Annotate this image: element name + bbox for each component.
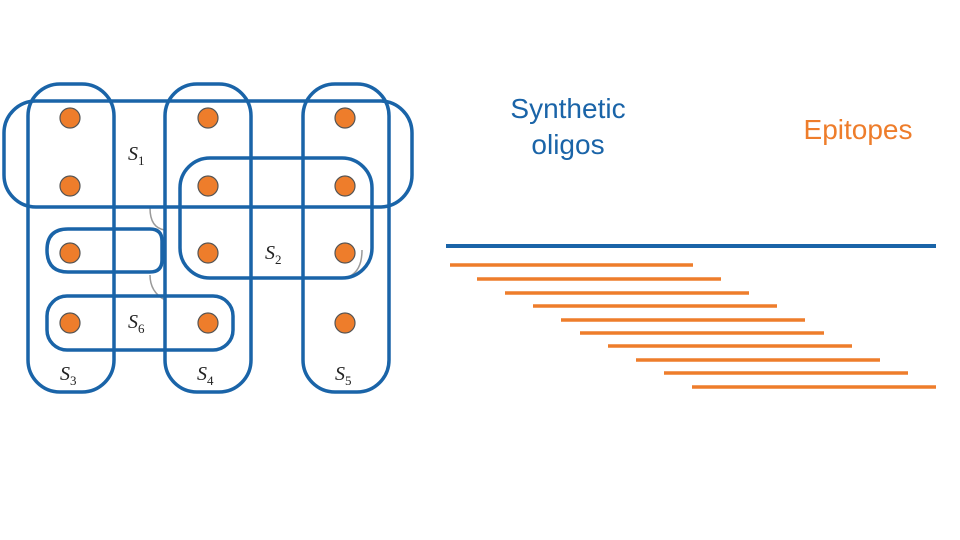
legend-oligos-line1: Synthetic xyxy=(510,93,625,124)
label-s6: S6 xyxy=(128,311,145,336)
legend-oligos-line2: oligos xyxy=(531,129,604,160)
epitope-lines xyxy=(450,263,936,389)
legend-epitopes: Epitopes xyxy=(804,114,913,145)
label-s1: S1 xyxy=(128,143,145,168)
dot xyxy=(59,107,81,129)
dot xyxy=(334,242,356,264)
label-s3: S3 xyxy=(60,363,77,388)
dot xyxy=(59,312,81,334)
set-s1-outline xyxy=(2,99,414,209)
label-s5: S5 xyxy=(335,363,352,388)
notch-outline xyxy=(45,227,164,274)
dot xyxy=(334,175,356,197)
set-s3-outline xyxy=(26,82,116,394)
dot xyxy=(59,242,81,264)
dot xyxy=(334,107,356,129)
dots xyxy=(59,107,356,334)
dot xyxy=(197,175,219,197)
dot xyxy=(197,107,219,129)
set-s4-outline xyxy=(163,82,253,394)
dot xyxy=(59,175,81,197)
label-s4: S4 xyxy=(197,363,214,388)
set-s6-outline xyxy=(45,294,235,352)
set-s2-outline xyxy=(178,156,374,280)
dot xyxy=(197,242,219,264)
label-s2: S2 xyxy=(265,242,282,267)
dot xyxy=(197,312,219,334)
set-s5-outline xyxy=(301,82,391,394)
dot xyxy=(334,312,356,334)
